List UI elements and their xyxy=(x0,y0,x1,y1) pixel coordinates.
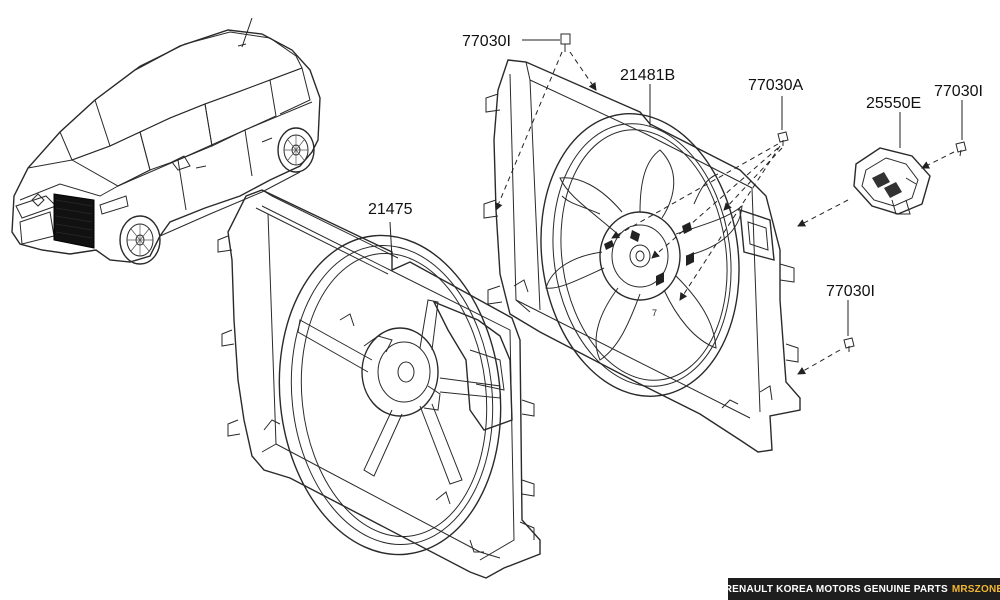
fan-mark: 7 xyxy=(652,308,657,318)
car-illustration xyxy=(11,17,321,265)
bolt-right-bottom-label: 77030I xyxy=(826,283,875,300)
bolt-right-bottom xyxy=(843,337,855,352)
fan-resistor xyxy=(853,147,931,215)
shroud-label: 21475 xyxy=(368,201,413,218)
bolt-top-label: 77030I xyxy=(462,33,511,50)
fan-assembly-label: 21481B xyxy=(620,67,675,84)
footer-text: RENAULT KOREA MOTORS GENUINE PARTS xyxy=(724,583,948,595)
bolt-top xyxy=(560,33,571,52)
footer-brand: MRSZONE xyxy=(951,583,1000,595)
resistor-label: 25550E xyxy=(866,95,921,112)
bolt-right-top xyxy=(955,141,967,157)
bolt-a-label: 77030A xyxy=(748,77,803,94)
shroud-leader xyxy=(389,221,393,259)
footer-banner: RENAULT KOREA MOTORS GENUINE PARTS MRSZO… xyxy=(724,578,1000,600)
fan-assembly xyxy=(483,59,801,453)
fan-shroud xyxy=(217,189,541,579)
bolt-a xyxy=(777,131,789,146)
bolt-right-top-label: 77030I xyxy=(934,83,983,100)
